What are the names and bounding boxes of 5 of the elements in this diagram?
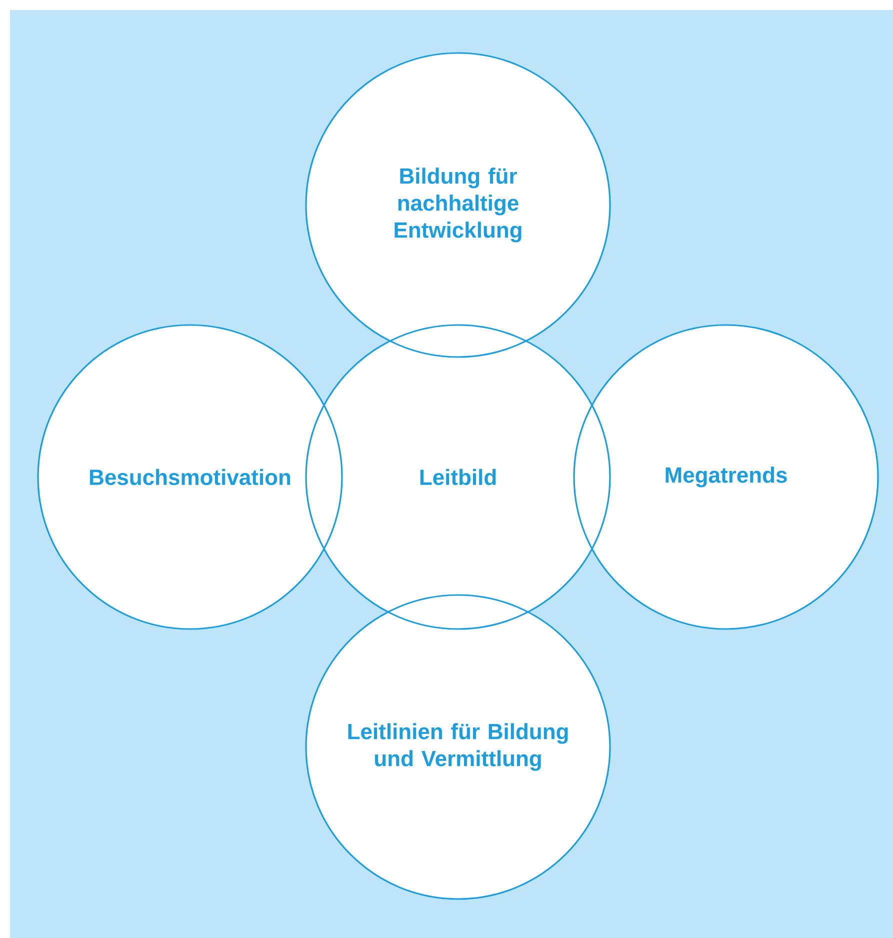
circle-node: Leitlinien für Bildung und Vermittlung	[305, 594, 611, 900]
circle-node: Besuchsmotivation	[37, 324, 343, 630]
circle-node: Megatrends	[573, 324, 879, 630]
circle-node: Leitbild	[305, 324, 611, 630]
circle-node: Bildung für nachhaltige Entwicklung	[305, 52, 611, 358]
